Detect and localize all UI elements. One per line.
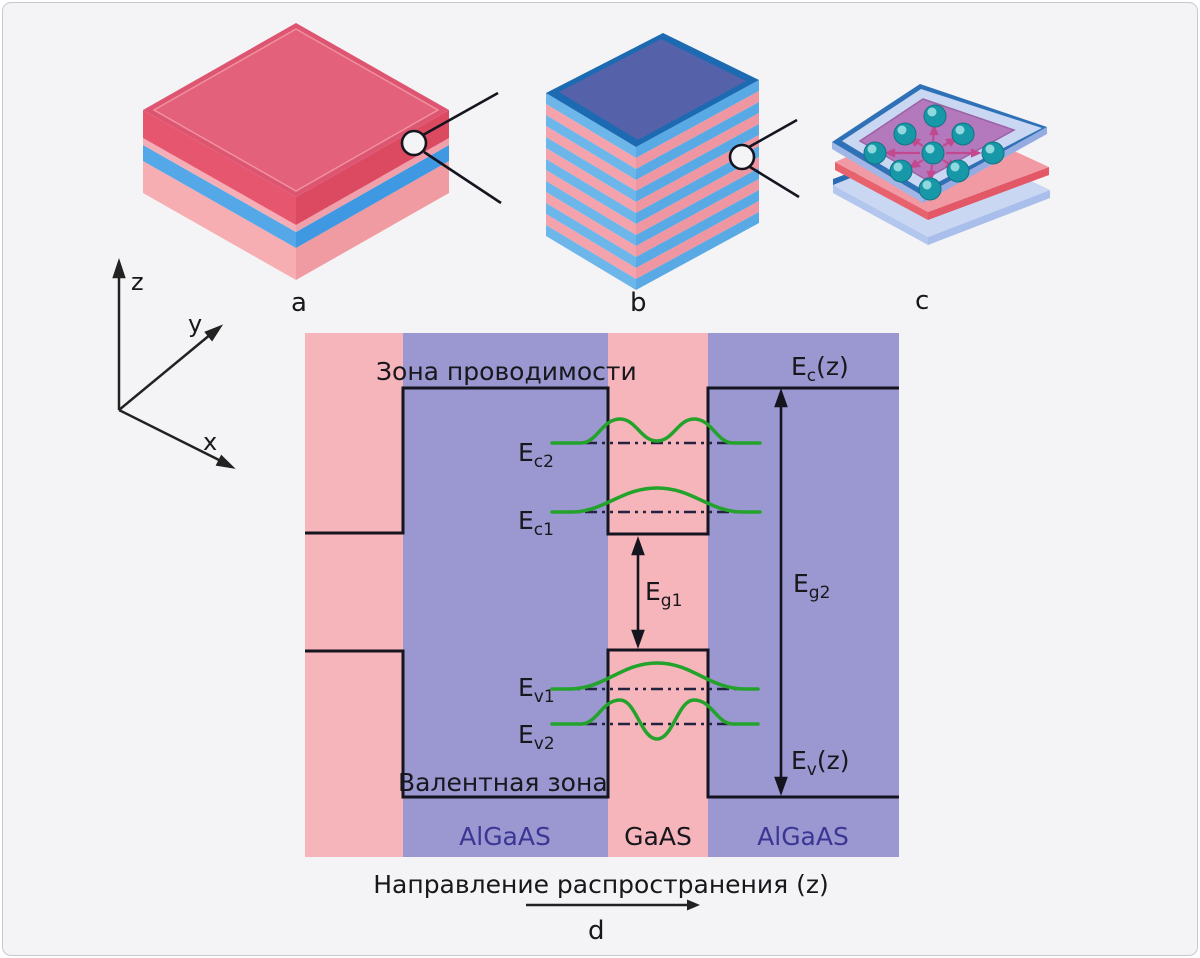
ev1-label: Ev1 <box>518 673 555 707</box>
ec1-label: Ec1 <box>518 506 554 540</box>
structure-b-superlattice-illustration <box>546 33 800 290</box>
axis-label-x: x <box>203 428 218 456</box>
axis-label-y: y <box>188 310 203 338</box>
structure-b-layers <box>546 33 759 290</box>
structure-a-single-well-illustration <box>143 23 502 280</box>
band-diagram-overlay <box>305 386 899 799</box>
panel-label-b: b <box>630 288 647 318</box>
propagation-direction-label: Направление распространения (z) <box>373 870 829 899</box>
structure-c-quantum-dots-illustration <box>832 84 1050 245</box>
conduction-band-edge-line <box>305 386 899 536</box>
eg1-label: Eg1 <box>645 577 683 611</box>
coordinate-axes <box>112 258 236 469</box>
stripe-algaas-left <box>403 333 608 857</box>
valence-band-edge-line <box>305 648 899 799</box>
panel-label-a: a <box>291 288 307 318</box>
eg1-gap-arrow <box>631 536 645 649</box>
stripe-algaas-right <box>708 333 899 857</box>
quantum-dots <box>863 104 1005 201</box>
wavefunction-curves <box>550 417 762 741</box>
ev-z-label: Ev(z) <box>791 746 850 780</box>
region-label-gaas: GaAS <box>624 822 692 851</box>
axis-label-z: z <box>131 268 144 296</box>
ec2-label: Ec2 <box>518 438 554 472</box>
ev2-label: Ev2 <box>518 720 555 754</box>
region-label-algaas-left: AlGaAS <box>459 822 551 851</box>
stripe-gaas-left <box>305 333 403 857</box>
eg2-gap-arrow <box>774 388 788 796</box>
panel-label-d: d <box>588 916 605 946</box>
valence-band-label: Валентная зона <box>398 768 608 797</box>
panel-label-c: c <box>915 286 930 316</box>
structure-a-layers <box>143 23 449 280</box>
band-diagram-panel <box>305 333 899 857</box>
propagation-direction-arrow <box>526 899 700 911</box>
ec-z-label: Ec(z) <box>791 352 849 386</box>
conduction-band-label: Зона проводимости <box>376 357 637 386</box>
eg2-label: Eg2 <box>793 569 831 603</box>
region-label-algaas-right: AlGaAS <box>757 822 849 851</box>
magnifier-icon <box>728 118 800 199</box>
magnifier-icon <box>400 91 502 205</box>
